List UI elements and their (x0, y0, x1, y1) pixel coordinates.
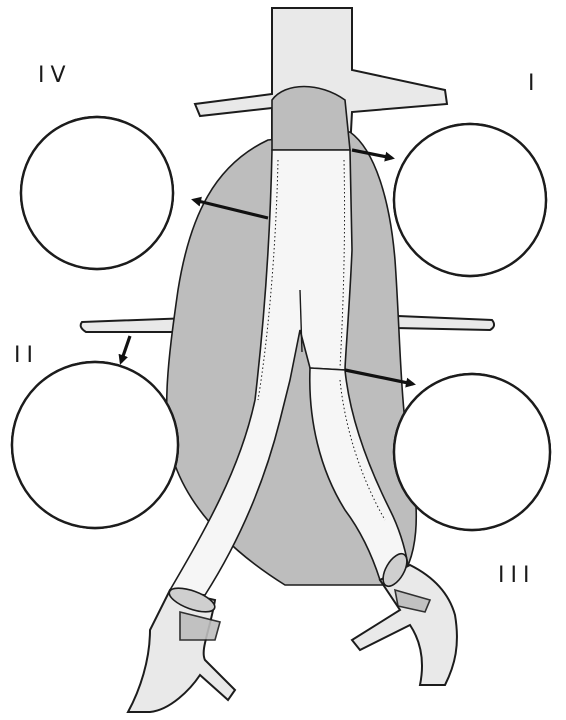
inset-type-iii (394, 374, 550, 530)
right-renal-artery (396, 316, 494, 330)
inset-type-i (394, 124, 546, 276)
aortic-neck (272, 87, 350, 151)
label-type-ii: II (14, 343, 39, 368)
label-type-iii: III (498, 563, 535, 588)
arrow-to-inset-ii (121, 336, 130, 362)
label-type-iv: IV (38, 63, 72, 88)
inset-type-ii (12, 362, 178, 528)
label-type-i: I (528, 71, 541, 96)
left-iliac-artery (128, 590, 235, 712)
aorta-anatomy (81, 8, 494, 712)
inset-type-iv (21, 117, 173, 269)
